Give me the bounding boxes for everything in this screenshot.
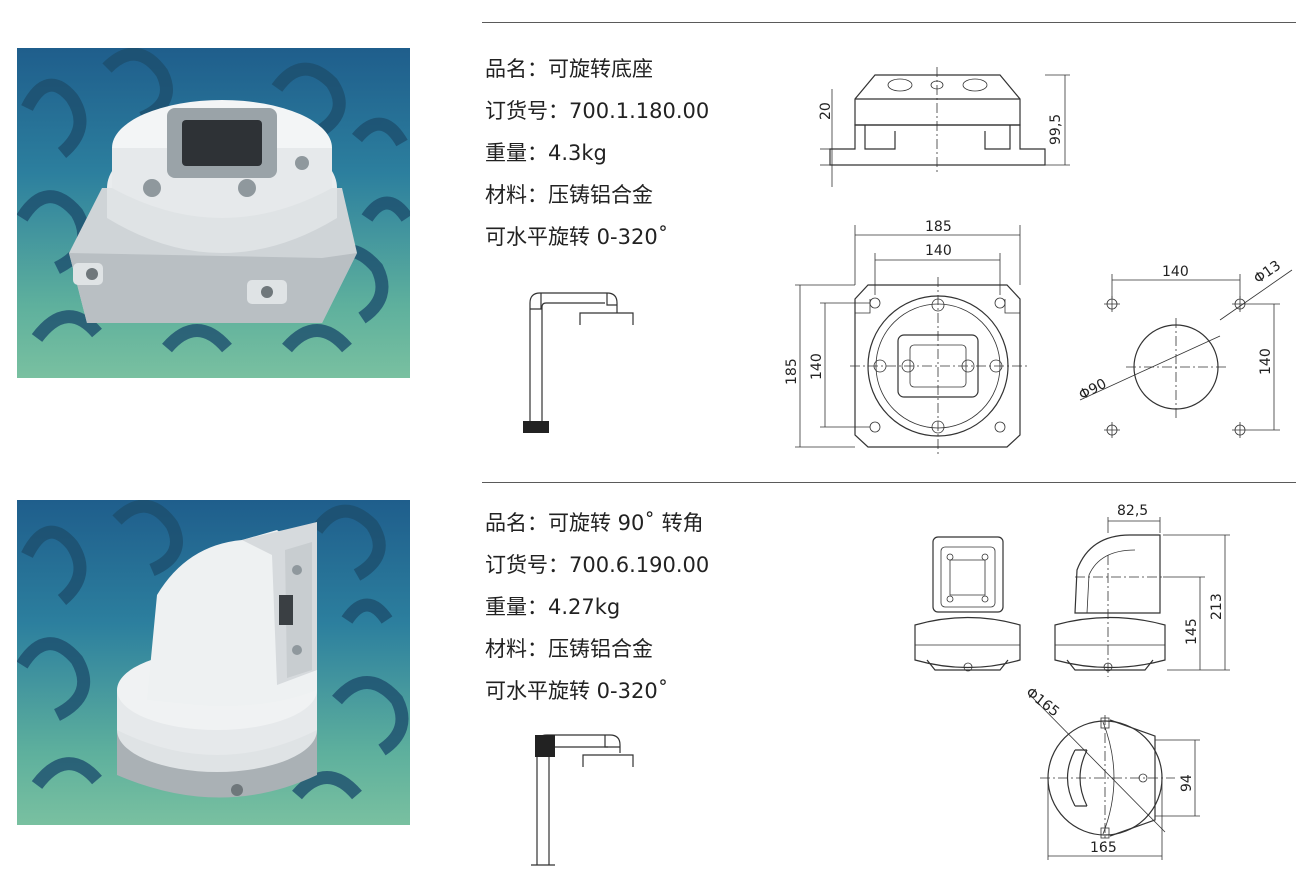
dim-base-dia: Φ165 [1023,685,1063,721]
product-2-weight: 重量：4.27kg [485,595,621,619]
logo-pattern-icon [17,500,409,800]
middle-divider [482,482,1296,483]
product-2-rotation: 可水平旋转 0-320˚ [485,679,669,703]
product-1-material: 材料：压铸铝合金 [485,183,653,207]
dim-hole-spacing: 140 [925,243,952,259]
product-2-position-schematic [531,734,634,866]
dim-pattern-height: 140 [1258,348,1274,375]
product-2-specs: 品名：可旋转 90˚ 转角 订货号：700.6.190.00 重量：4.27kg… [485,502,709,712]
product-2-elevation-drawing: 82,5 145 213 [914,503,1230,677]
dim-outer-height: 185 [784,358,800,385]
product-2-plan-view-drawing: Φ165 94 165 [1023,685,1200,860]
product-1-order-no: 订货号：700.1.180.00 [485,99,710,123]
dim-total-height: 99,5 [1048,114,1064,145]
product-1-top-view-drawing: 185 140 185 140 [784,219,1028,455]
product-1-weight: 重量：4.3kg [485,141,607,165]
dim-outer-width: 185 [925,219,952,235]
dim-hole-dia: Φ13 [1251,258,1284,288]
dim-top-width: 82,5 [1117,503,1148,519]
product-1-name: 品名：可旋转底座 [485,57,653,81]
dim-offset: 94 [1179,774,1195,792]
product-photo-rotatable-90-corner [17,500,410,825]
top-divider [482,22,1296,23]
product-photo-rotatable-base [17,48,410,378]
product-1-specs: 品名：可旋转底座 订货号：700.1.180.00 重量：4.3kg 材料：压铸… [485,48,709,258]
dim-hole-spacing-v: 140 [809,353,825,380]
product-1-position-schematic [523,292,634,433]
product-2-order-no: 订货号：700.6.190.00 [485,553,710,577]
product-2-name: 品名：可旋转 90˚ 转角 [485,511,704,535]
dim-circle-dia: Φ90 [1076,376,1109,404]
product-1-hole-pattern-drawing: 140 Φ13 Φ90 140 [1076,258,1293,438]
product-2-material: 材料：压铸铝合金 [485,637,653,661]
rotatable-base-render [69,100,357,323]
product-1-side-view-drawing: 20 99,5 [818,67,1070,187]
dim-pattern-width: 140 [1162,264,1189,280]
dim-base-width: 165 [1090,840,1117,856]
dim-side-height: 20 [818,102,834,120]
rotatable-90-corner-render [117,522,317,798]
dim-total-height-2: 213 [1209,593,1225,620]
dim-inner-height: 145 [1184,618,1200,645]
product-1-rotation: 可水平旋转 0-320˚ [485,225,669,249]
